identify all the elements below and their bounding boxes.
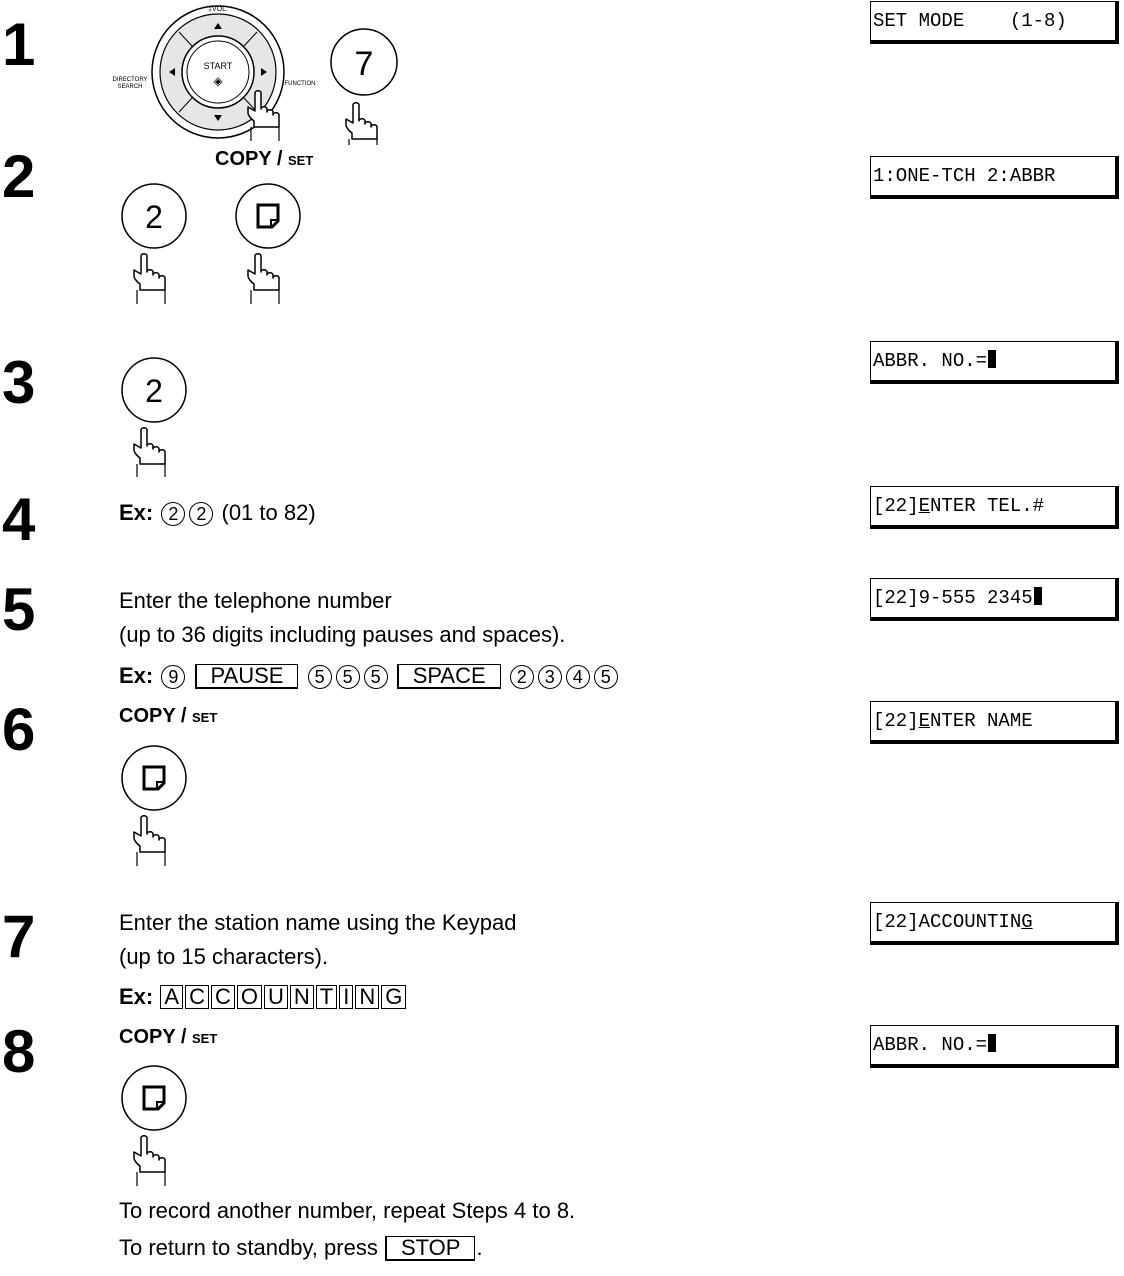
lcd-display: [22]ENTER NAME	[870, 701, 1119, 744]
keypad-icons: 2	[112, 178, 322, 318]
step-7-line2: (up to 15 characters).	[119, 944, 328, 970]
lcd-display: [22]ACCOUNTING	[870, 902, 1119, 945]
directory-label: DIRECTORY	[112, 77, 147, 83]
lcd-display: [22]ENTER TEL.#	[870, 486, 1119, 529]
key-2-icon: 2	[112, 352, 202, 477]
copy-set-key-icon	[112, 740, 202, 870]
navigation-dial-icon: ‡VOL. START ◈ DIRECTORY SEARCH FUNCTION …	[110, 5, 410, 145]
step-number: 1	[2, 15, 35, 75]
step-number: 5	[2, 580, 35, 640]
lcd-display: ABBR. NO.=	[870, 1025, 1119, 1068]
copy-set-label: COPY / SET	[119, 705, 217, 728]
cursor-icon	[988, 350, 996, 368]
lcd-display: 1:ONE-TCH 2:ABBR	[870, 156, 1119, 199]
vol-label: ‡VOL.	[208, 6, 228, 13]
step-number: 7	[2, 907, 35, 967]
lcd-display: ABBR. NO.=	[870, 341, 1119, 384]
step-number: 3	[2, 353, 35, 413]
step-number: 2	[2, 147, 35, 207]
svg-text:2: 2	[145, 373, 163, 409]
start-label: START	[204, 61, 233, 71]
footer-standby-text: To return to standby, press STOP.	[119, 1235, 483, 1261]
cursor-icon	[1034, 587, 1042, 605]
key-2-label: 2	[145, 199, 163, 235]
step-5-line2: (up to 36 digits including pauses and sp…	[119, 622, 565, 648]
cursor-icon	[988, 1034, 996, 1052]
step-number: 4	[2, 490, 35, 550]
copy-set-label: COPY / SET	[215, 148, 313, 171]
step-number: 6	[2, 700, 35, 760]
copy-set-key-icon	[112, 1060, 202, 1190]
lcd-display: [22]9-555 2345	[870, 578, 1119, 621]
search-label: SEARCH	[117, 84, 142, 90]
footer-repeat-text: To record another number, repeat Steps 4…	[119, 1198, 575, 1224]
stop-key: STOP	[385, 1236, 476, 1261]
step-7-line1: Enter the station name using the Keypad	[119, 910, 516, 936]
step-5-line1: Enter the telephone number	[119, 588, 392, 614]
step-number: 8	[2, 1022, 35, 1082]
svg-text:◈: ◈	[213, 74, 223, 88]
key-7-label: 7	[355, 45, 374, 83]
copy-set-label: COPY / SET	[119, 1026, 217, 1049]
lcd-display: SET MODE (1-8)	[870, 1, 1119, 44]
function-label: FUNCTION	[285, 81, 316, 87]
